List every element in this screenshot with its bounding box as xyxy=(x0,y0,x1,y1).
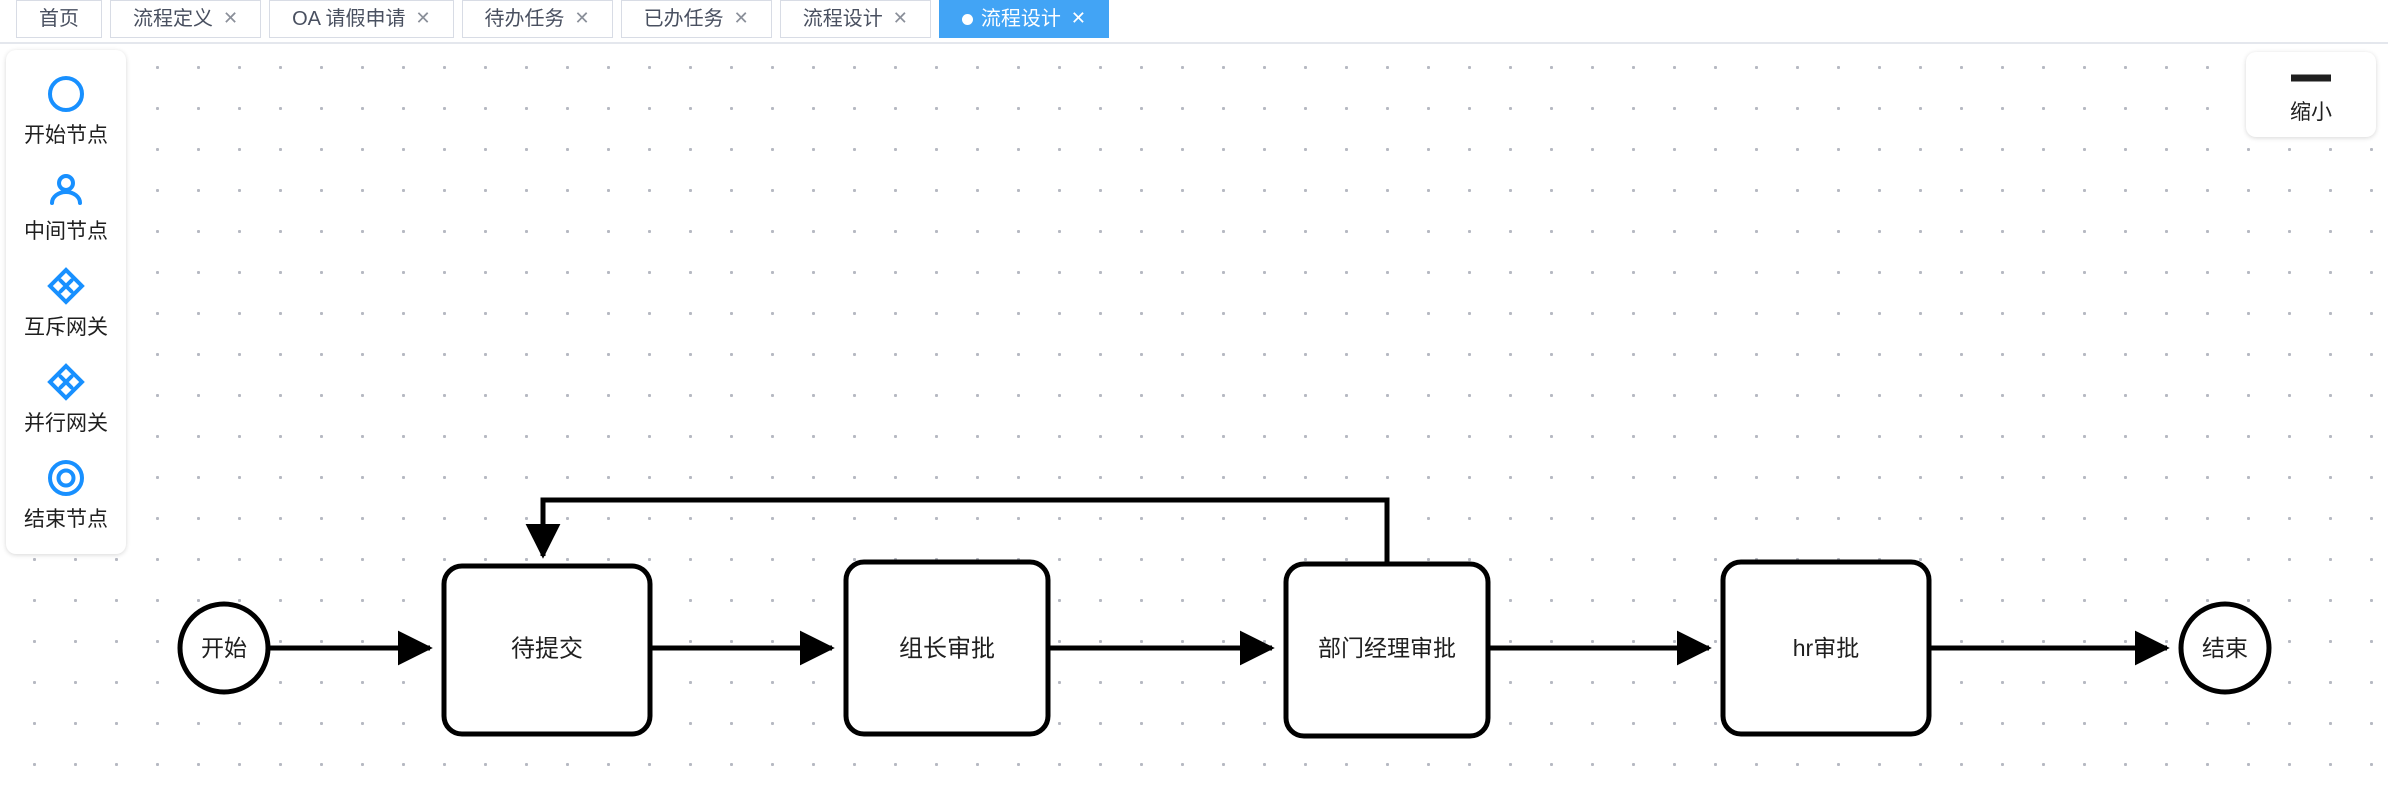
close-icon[interactable]: ✕ xyxy=(223,8,239,28)
tab-home[interactable]: 首页 xyxy=(16,0,102,38)
exclusive-gateway-icon xyxy=(44,264,88,308)
tab-todo-tasks[interactable]: 待办任务 ✕ xyxy=(461,0,613,38)
node-pending-submit[interactable]: 待提交 xyxy=(441,563,653,737)
node-hr-approval[interactable]: hr审批 xyxy=(1720,559,1932,737)
start-node-circle-icon xyxy=(44,72,88,116)
tab-label: 流程定义 xyxy=(133,8,213,30)
tab-label: 待办任务 xyxy=(484,8,565,30)
palette-item-label: 开始节点 xyxy=(24,124,108,147)
tab-process-design[interactable]: 流程设计 ✕ xyxy=(779,0,931,38)
palette-item-label: 互斥网关 xyxy=(24,316,108,339)
node-start[interactable]: 开始 xyxy=(177,601,271,695)
tab-process-design-active[interactable]: 流程设计 ✕ xyxy=(938,0,1109,38)
tab-done-tasks[interactable]: 已办任务 ✕ xyxy=(620,0,772,38)
close-icon[interactable]: ✕ xyxy=(415,8,431,28)
user-task-node-icon xyxy=(44,168,88,212)
close-icon[interactable]: ✕ xyxy=(574,8,590,28)
zoom-out-control[interactable]: 缩小 xyxy=(2246,52,2376,137)
palette-item-label: 结束节点 xyxy=(24,508,108,531)
node-department-manager-approval[interactable]: 部门经理审批 xyxy=(1283,561,1491,739)
flow-graph: 开始 待提交 组长审批 部门经理审批 hr审批 结束 xyxy=(177,497,2272,739)
zoom-out-label: 缩小 xyxy=(2290,101,2332,124)
palette-item-start-node[interactable]: 开始节点 xyxy=(24,72,108,146)
close-icon[interactable]: ✕ xyxy=(1070,8,1086,28)
tab-label: 首页 xyxy=(39,8,79,30)
palette-item-end-node[interactable]: 结束节点 xyxy=(24,456,108,530)
palette-item-exclusive-gateway[interactable]: 互斥网关 xyxy=(24,264,108,338)
palette-item-middle-node[interactable]: 中间节点 xyxy=(24,168,108,242)
tab-bar: 首页 流程定义 ✕ OA 请假申请 ✕ 待办任务 ✕ 已办任务 ✕ 流程设计 ✕… xyxy=(0,0,2388,44)
palette-item-parallel-gateway[interactable]: 并行网关 xyxy=(24,360,108,434)
edge-manager-back-to-pending[interactable] xyxy=(525,497,1390,564)
tab-oa-leave-application[interactable]: OA 请假申请 ✕ xyxy=(269,0,454,38)
palette-item-label: 并行网关 xyxy=(24,412,108,435)
diagram-canvas[interactable]: 开始 待提交 组长审批 部门经理审批 hr审批 结束 xyxy=(0,44,2388,794)
palette-item-label: 中间节点 xyxy=(24,220,108,243)
tab-process-definition[interactable]: 流程定义 ✕ xyxy=(110,0,262,38)
node-end[interactable]: 结束 xyxy=(2178,601,2272,695)
node-palette: 开始节点 中间节点 互斥网关 xyxy=(6,50,126,554)
close-icon[interactable]: ✕ xyxy=(733,8,749,28)
tab-label: OA 请假申请 xyxy=(292,8,406,30)
minus-icon xyxy=(2289,68,2333,88)
end-node-ring-icon xyxy=(44,456,88,500)
active-tab-dot-icon xyxy=(961,13,973,25)
tab-label: 已办任务 xyxy=(643,8,724,30)
tab-label: 流程设计 xyxy=(802,8,883,30)
tab-label: 流程设计 xyxy=(980,8,1061,30)
parallel-gateway-icon xyxy=(44,360,88,404)
close-icon[interactable]: ✕ xyxy=(892,8,908,28)
node-leader-approval[interactable]: 组长审批 xyxy=(843,559,1051,737)
